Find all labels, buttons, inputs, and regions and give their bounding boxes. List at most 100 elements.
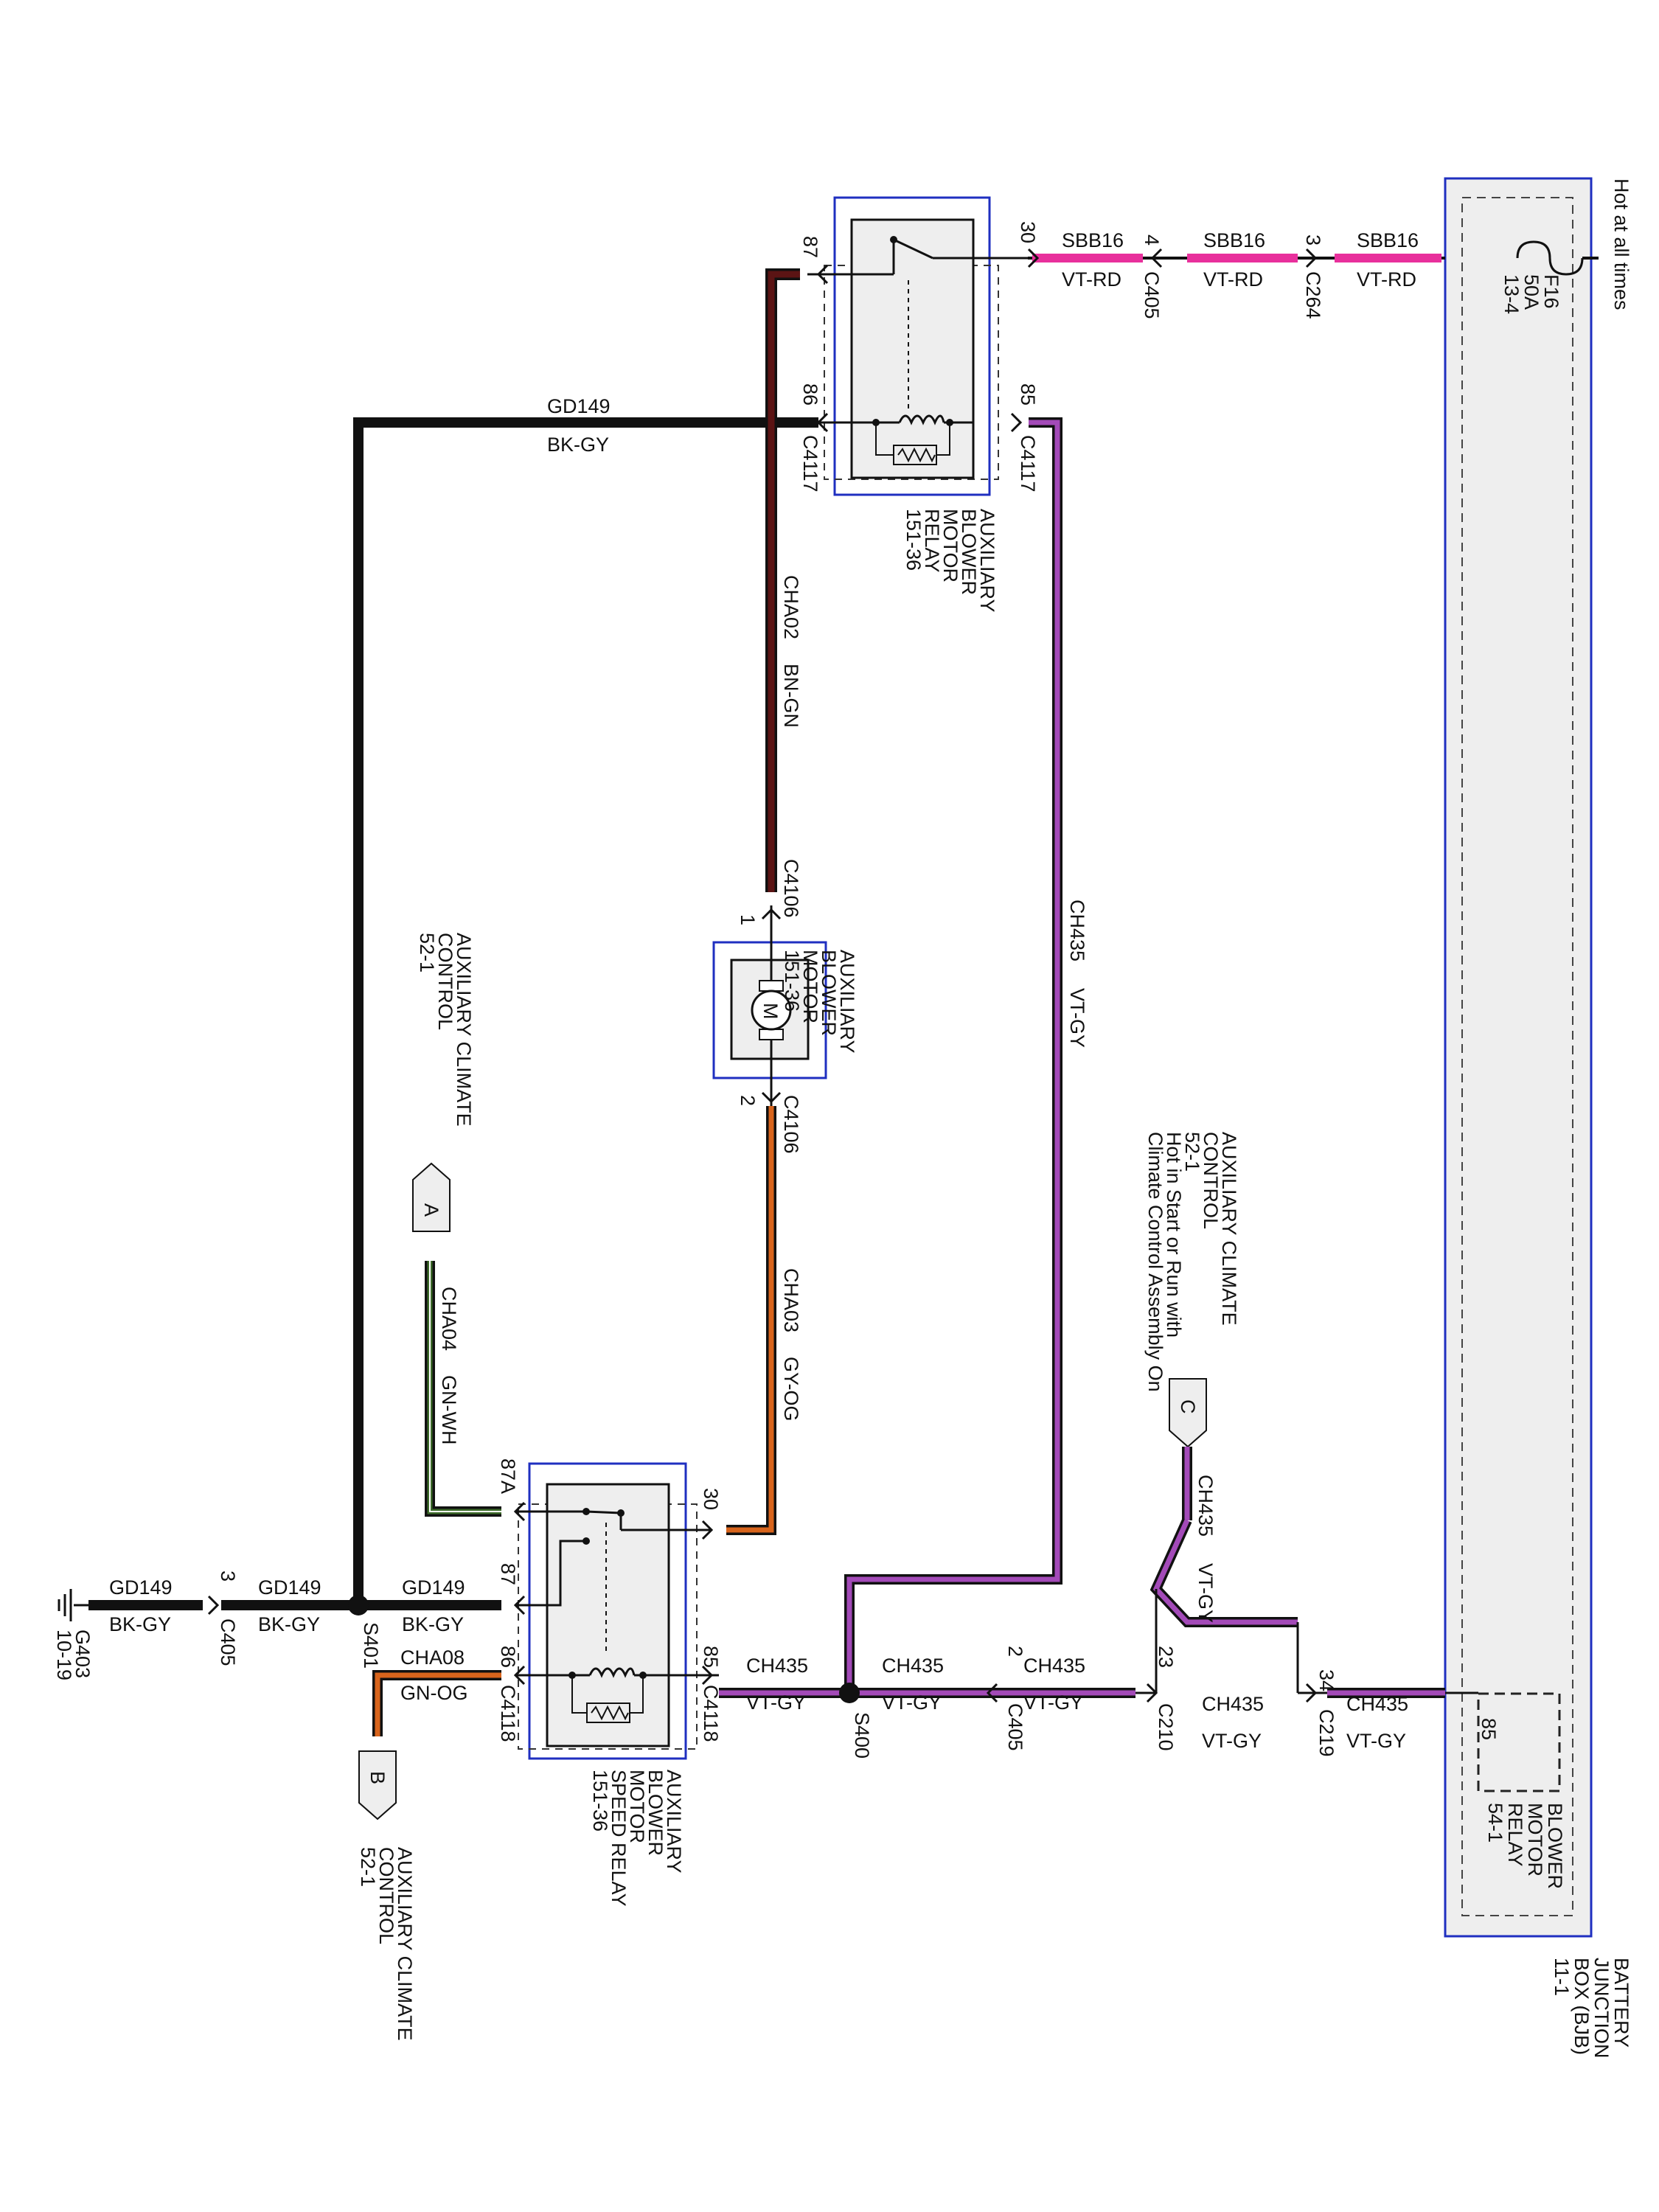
c4106-pin2-connector-icon: [761, 1091, 782, 1104]
aux-relay-87-connector-icon: [816, 264, 829, 285]
ch435-relay-circuit-label: CH435: [746, 1655, 808, 1677]
offpage-a: A: [412, 1162, 451, 1232]
climate-ctrl-top-line2: CONTROL: [434, 933, 456, 1030]
aux-relay-30-connector-icon: [1027, 248, 1040, 268]
offpage-a-text: A: [420, 1203, 442, 1217]
c405-power-label: C405: [1141, 271, 1163, 319]
ch435-upper-fill: [846, 420, 1060, 1693]
gd149-top-color-label: BK-GY: [547, 434, 609, 456]
fuse-label-line1: F16: [1540, 274, 1562, 309]
aux-relay-outline: [833, 196, 991, 496]
ch435-c405-circuit-label: CH435: [1023, 1655, 1085, 1677]
ch435-relay-color-label: VT-GY: [746, 1691, 806, 1714]
c210-pin: 23: [1155, 1646, 1177, 1668]
aux-motor-label-line2: BLOWER: [818, 950, 840, 1036]
bjb-label-line4: 11-1: [1551, 1958, 1573, 1996]
c405-pin-4: 4: [1141, 234, 1163, 246]
c405-ch435-pin-text: 2: [1004, 1646, 1026, 1657]
speed-relay-label: AUXILIARY BLOWER MOTOR SPEED RELAY 151-3…: [589, 1770, 685, 1907]
bjb-outline: [1444, 177, 1593, 1938]
speed-relay-pin-85-text: 85: [700, 1646, 722, 1668]
ch435-upper-wire: [844, 417, 1062, 1693]
cha02-label: CHA02 BN-GN: [780, 575, 802, 728]
ch435-upper-color-label: VT-GY: [1066, 988, 1088, 1048]
climate-ctrl-right-line3: 52-1: [1181, 1132, 1203, 1172]
cha02-circuit-label: CHA02: [780, 575, 802, 639]
aux-motor-pin-2-text: 2: [737, 1095, 759, 1106]
offpage-b-letter: B: [366, 1771, 389, 1784]
ch435-y-circuit-label: CH435: [1202, 1693, 1264, 1715]
c405-ch435-text: C405: [1004, 1703, 1026, 1751]
sbb16-wire: [1028, 248, 1445, 268]
c264-label: C264: [1302, 271, 1324, 319]
speed-relay-pin-30: 30: [700, 1488, 722, 1510]
ch435-bjb-circuit-label: CH435: [1346, 1693, 1408, 1715]
gd149-s401-circuit-label: GD149: [258, 1576, 321, 1599]
aux-relay-body: [850, 218, 975, 479]
climate-ctrl-right-line2: CONTROL: [1200, 1132, 1222, 1229]
speed-relay-coil-icon: [588, 1667, 636, 1678]
aux-relay-pin-86-text: 86: [799, 383, 821, 406]
ch435-bjb-color-label: VT-GY: [1346, 1730, 1406, 1752]
c405-ground-text: C405: [217, 1618, 239, 1666]
cha08-wire: [372, 1670, 501, 1736]
c210-pin-text: 23: [1155, 1646, 1177, 1668]
aux-motor-pin-1-text: 1: [737, 914, 759, 925]
speed-relay-pin-85: 85: [700, 1646, 722, 1668]
c4106-top-label: C4106: [780, 859, 802, 918]
aux-blower-speed-relay: [513, 1462, 719, 1760]
cha04-wire: [425, 1261, 501, 1517]
cha04-label: CHA04 GN-WH: [438, 1287, 460, 1444]
cha08-fill: [375, 1672, 501, 1736]
c210-text: C210: [1155, 1703, 1177, 1751]
c405-pin-4-text: 4: [1141, 234, 1163, 246]
aux-motor-outline: [712, 941, 827, 1079]
aux-motor-pin-1: 1: [737, 914, 759, 925]
speed-relay-resistor-icon: [591, 1705, 629, 1721]
cha03-fill: [726, 1106, 774, 1533]
fuse-label-line3: 13-4: [1500, 274, 1523, 314]
sbb16-circuit-label-2: SBB16: [1203, 229, 1265, 251]
speed-relay-label-line4: SPEED RELAY: [608, 1770, 630, 1907]
bjb-label: BATTERY JUNCTION BOX (BJB) 11-1: [1551, 1958, 1632, 2059]
hot-at-all-times-label: Hot at all times: [1610, 178, 1632, 310]
climate-ctrl-top-label: AUXILIARY CLIMATE CONTROL 52-1: [416, 933, 475, 1127]
offpage-a-icon: [412, 1162, 451, 1232]
c219-pin-text: 34: [1315, 1669, 1338, 1691]
offpage-b-text: B: [366, 1771, 389, 1784]
climate-ctrl-right-line4: Hot in Start or Run with: [1163, 1132, 1185, 1338]
aux-relay-resistor-icon: [897, 447, 936, 463]
aux-relay-coil-icon: [898, 414, 945, 425]
aux-blower-motor-relay: [807, 196, 1040, 496]
aux-relay-label-line1: AUXILIARY: [976, 509, 998, 613]
blower-relay-label-line4: 54-1: [1484, 1803, 1506, 1843]
motor-icon: [751, 990, 792, 1031]
gd149-relay-color-label: BK-GY: [402, 1613, 464, 1635]
gd149-ground-color-label: BK-GY: [109, 1613, 171, 1635]
c219-connector-icon: [1305, 1683, 1318, 1703]
cha04-stripe: [429, 1261, 501, 1512]
aux-relay-pin-85-text: 85: [1017, 383, 1039, 406]
c405-ch435-label: C405: [1004, 1703, 1026, 1751]
climate-ctrl-right-label: AUXILIARY CLIMATE CONTROL 52-1 Hot in St…: [1144, 1132, 1240, 1392]
s400-label: S400: [851, 1712, 873, 1759]
aux-relay-pin-87-text: 87: [799, 236, 821, 258]
speed-relay-body: [546, 1483, 670, 1747]
c219-label: C219: [1315, 1709, 1338, 1757]
ch435-upper-outline: [844, 417, 1062, 1693]
speed-relay-dashed: [518, 1503, 698, 1750]
climate-ctrl-right-line5: Climate Control Assembly On: [1144, 1132, 1166, 1392]
fuse-f16-icon: [1516, 240, 1584, 276]
sbb16-color-label-3: VT-RD: [1357, 268, 1416, 291]
speed-relay-87a-connector-icon: [513, 1501, 526, 1522]
aux-relay-label-line2: BLOWER: [958, 509, 980, 595]
climate-ctrl-bottom-label: AUXILIARY CLIMATE CONTROL 52-1: [357, 1847, 416, 2041]
speed-relay-resistor-leads: [571, 1675, 644, 1714]
aux-motor-label-line1: AUXILIARY: [836, 950, 858, 1054]
ch435-y-color-label: VT-GY: [1202, 1730, 1262, 1752]
speed-relay-label-line1: AUXILIARY: [663, 1770, 685, 1874]
aux-relay-resistor-leads: [875, 422, 950, 456]
c4106-top-text: C4106: [780, 859, 802, 918]
battery-junction-box: [1444, 177, 1599, 1938]
c405-ground-pin-text: 3: [217, 1571, 239, 1582]
